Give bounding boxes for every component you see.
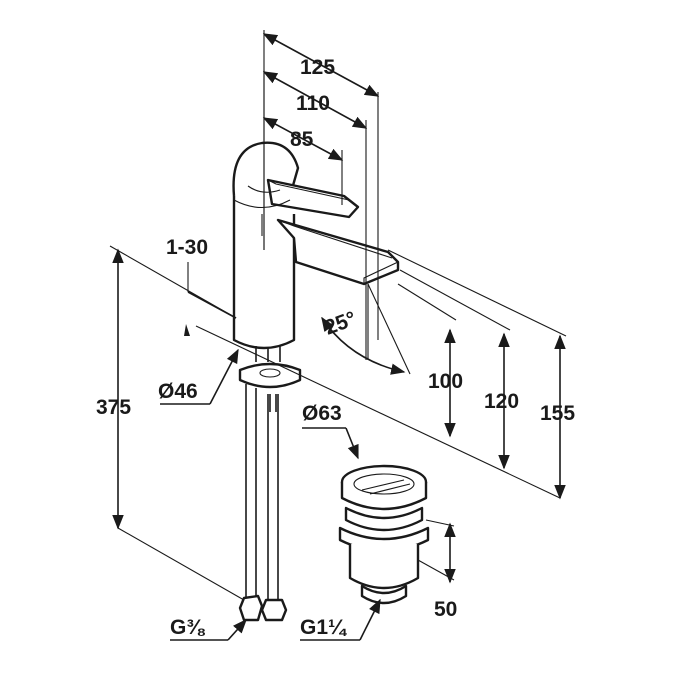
faucet-body	[232, 141, 400, 350]
waste-valve	[338, 464, 430, 605]
dim-100: 100	[428, 370, 463, 393]
supply-assembly	[238, 346, 302, 622]
dim-diameter-46: Ø46	[158, 380, 198, 403]
dim-diameter-63: Ø63	[302, 402, 342, 425]
dim-waste-50: 50	[434, 598, 457, 621]
dim-110: 110	[296, 92, 330, 115]
lever-handle	[266, 178, 360, 219]
spout	[276, 218, 400, 286]
dim-155: 155	[540, 402, 575, 425]
dim-375: 375	[96, 396, 131, 419]
dim-angle-25: 25°	[322, 307, 360, 339]
dim-125: 125	[300, 56, 335, 79]
dim-pivot-range: 1-30	[166, 236, 208, 259]
dim-thread-g114: G1¼	[300, 616, 347, 639]
dimension-lines	[109, 30, 567, 641]
dim-85: 85	[290, 128, 314, 151]
dim-120: 120	[484, 390, 519, 413]
dim-thread-g38: G⅜	[170, 616, 205, 639]
